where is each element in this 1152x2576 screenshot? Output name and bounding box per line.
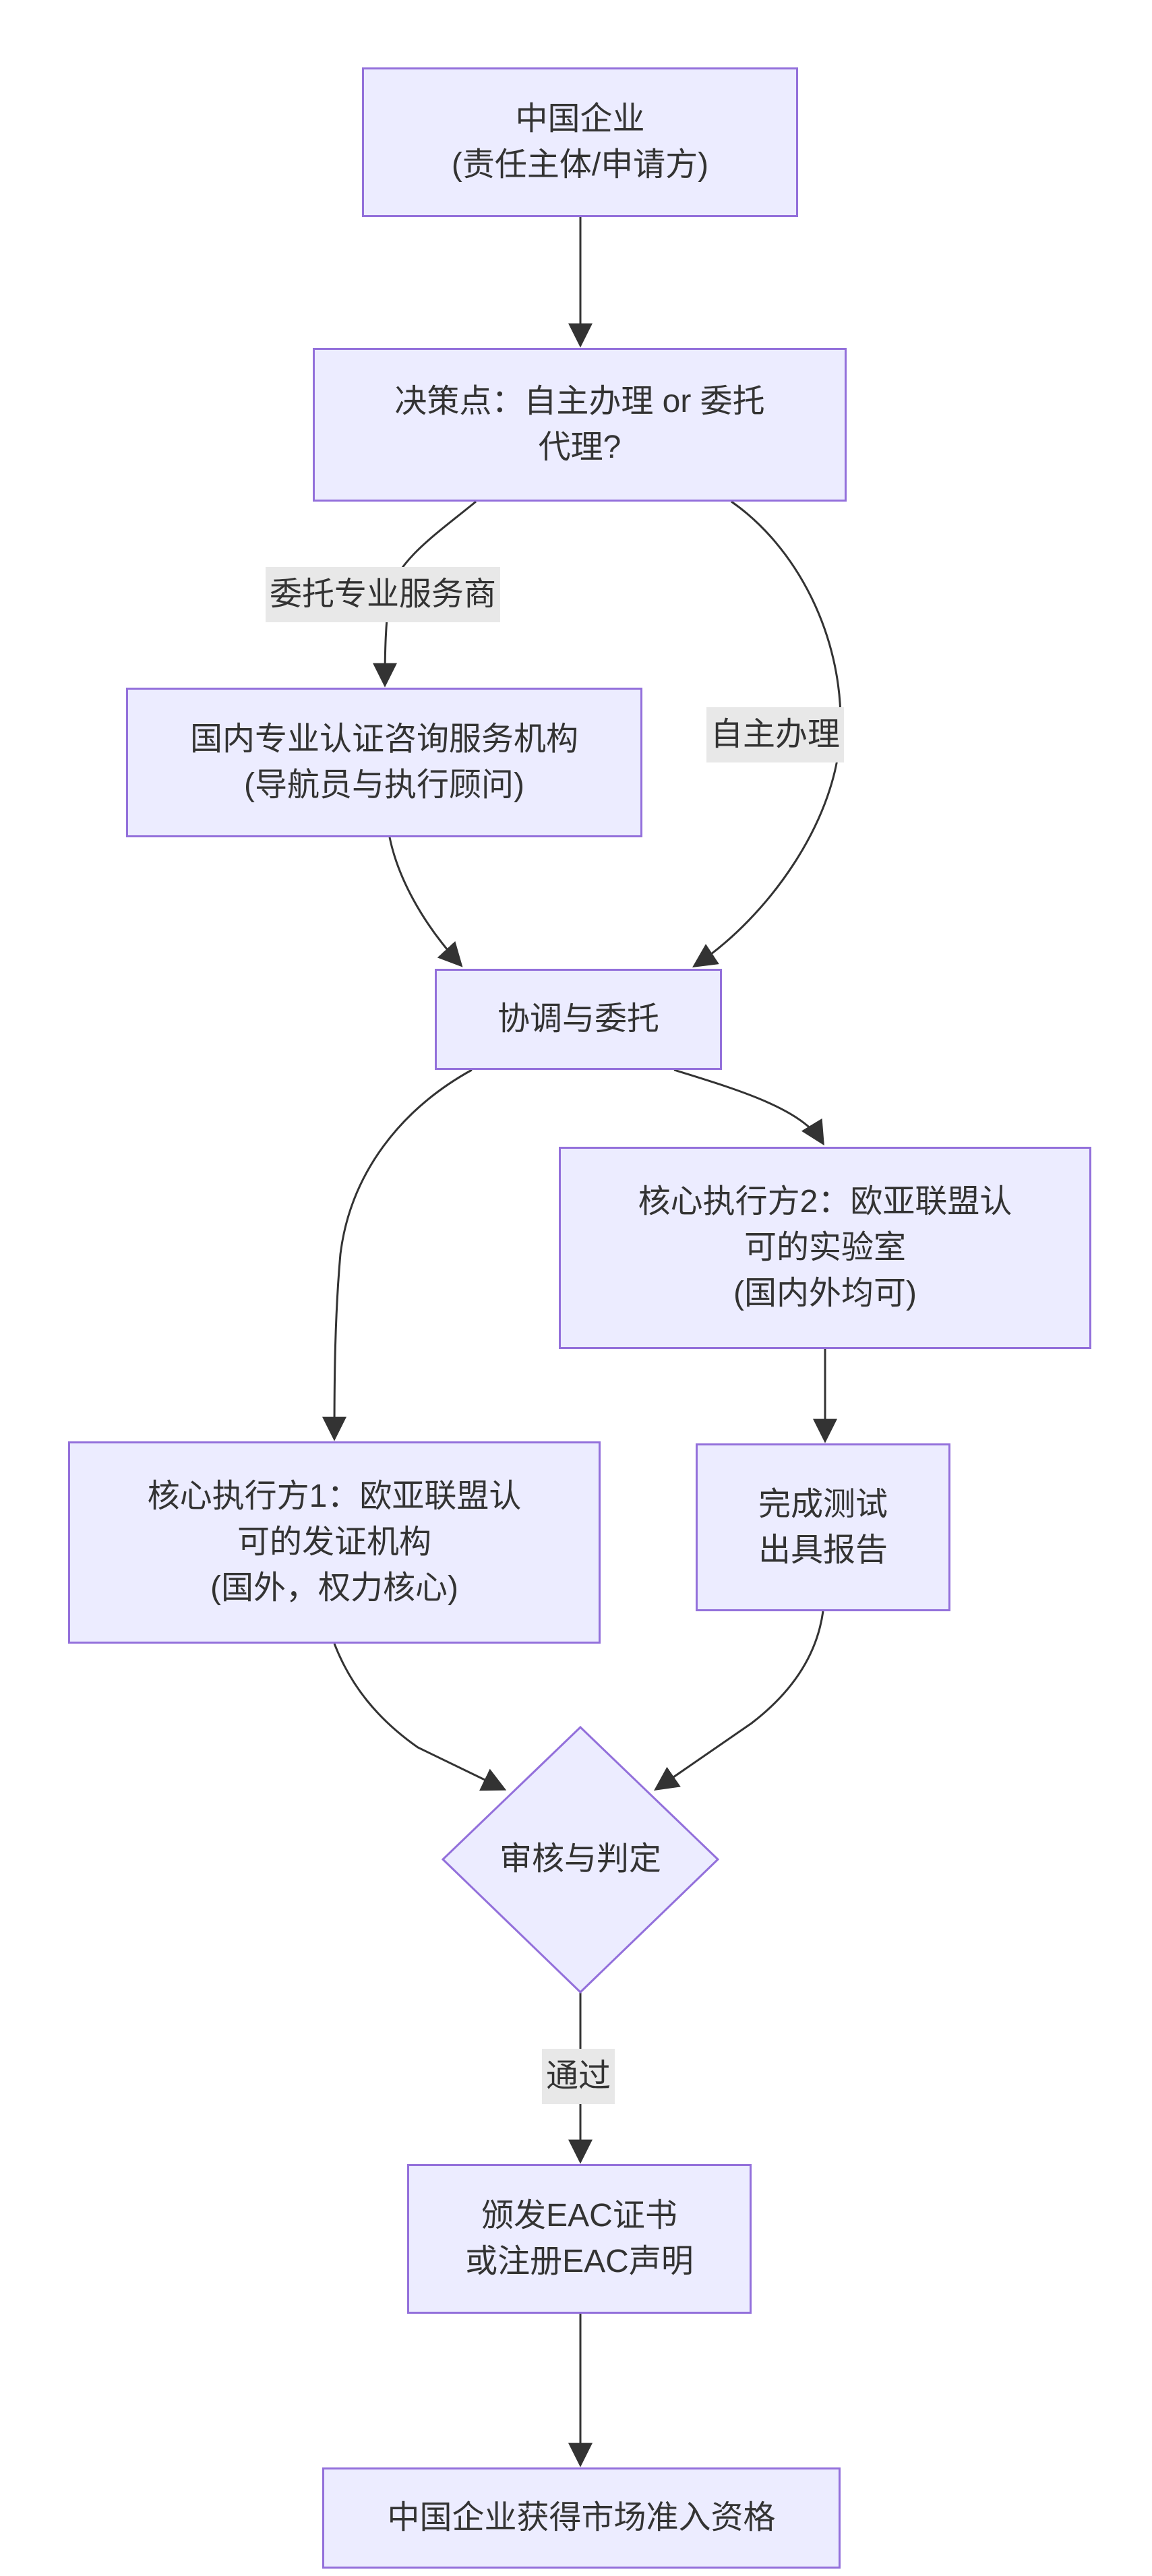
node-lab: 核心执行方2：欧亚联盟认 可的实验室 (国内外均可) <box>559 1147 1091 1349</box>
node-coordination: 协调与委托 <box>435 969 722 1070</box>
node-china-enterprise: 中国企业 (责任主体/申请方) <box>362 67 798 217</box>
node-text: 协调与委托 <box>497 1001 659 1037</box>
node-certificate: 颁发EAC证书 或注册EAC声明 <box>407 2164 752 2314</box>
edge-label-self-handle: 自主办理 <box>706 707 845 762</box>
node-text: 或注册EAC声明 <box>465 2244 694 2279</box>
node-text: 完成测试 <box>758 1486 888 1522</box>
node-text: 决策点：自主办理 or 委托 <box>394 384 765 419</box>
node-text: 中国企业 <box>515 101 645 137</box>
node-review-label: 审核与判定 <box>446 1836 715 1882</box>
node-cert-body: 核心执行方1：欧亚联盟认 可的发证机构 (国外，权力核心) <box>68 1441 601 1644</box>
edge-label-pass: 通过 <box>541 2049 615 2104</box>
node-agency: 国内专业认证咨询服务机构 (导航员与执行顾问) <box>126 688 642 837</box>
node-review-diamond <box>441 1725 720 1994</box>
node-text: 审核与判定 <box>499 1841 661 1877</box>
node-text: (国内外均可) <box>733 1276 917 1311</box>
edge-testing-to-review <box>654 1611 824 1791</box>
edge-coordination-to-certbody <box>322 1069 473 1441</box>
node-text: 颁发EAC证书 <box>481 2198 677 2234</box>
node-text: 中国企业获得市场准入资格 <box>387 2500 776 2536</box>
node-text: 出具报告 <box>758 1532 888 1568</box>
edge-coordination-to-lab <box>673 1069 824 1146</box>
node-testing: 完成测试 出具报告 <box>696 1443 950 1611</box>
node-market-access: 中国企业获得市场准入资格 <box>322 2467 841 2569</box>
edge-label-delegate: 委托专业服务商 <box>265 567 501 622</box>
node-text: 国内专业认证咨询服务机构 <box>189 721 578 757</box>
node-text: (导航员与执行顾问) <box>244 767 524 803</box>
node-text: (国外，权力核心) <box>210 1570 458 1606</box>
node-text: 代理? <box>538 429 622 465</box>
edge-certbody-to-review <box>333 1643 507 1791</box>
edge-agency-to-coordination <box>388 837 463 967</box>
node-text: 可的发证机构 <box>237 1524 431 1560</box>
node-text: 可的实验室 <box>744 1230 906 1265</box>
node-text: (责任主体/申请方) <box>451 147 709 183</box>
node-text: 核心执行方2：欧亚联盟认 <box>638 1184 1012 1220</box>
node-decision: 决策点：自主办理 or 委托 代理? <box>313 348 847 502</box>
node-text: 核心执行方1：欧亚联盟认 <box>147 1478 522 1514</box>
